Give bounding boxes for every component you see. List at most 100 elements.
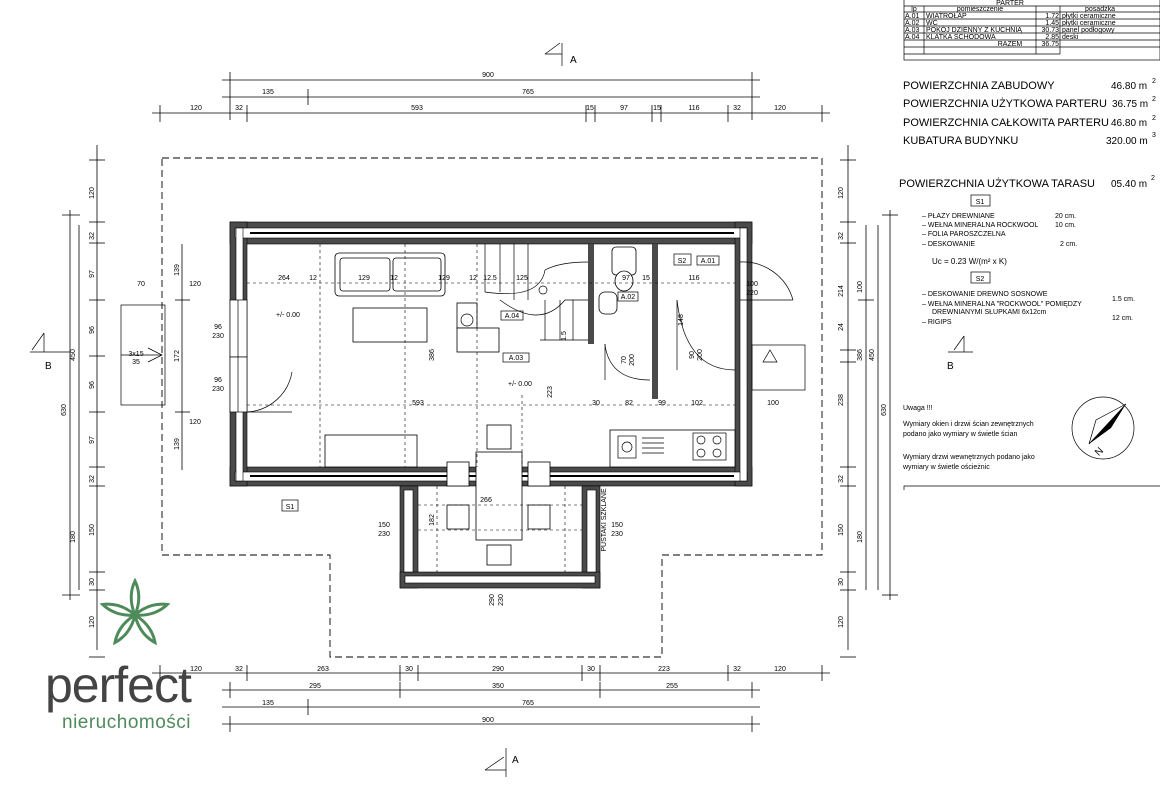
window-size: 230	[212, 333, 224, 340]
glass-blocks-label: PUSTAKI SZKLANE	[601, 488, 608, 552]
window-size: 150	[611, 522, 623, 529]
dim: 82	[625, 400, 633, 407]
wood-stove	[456, 302, 500, 353]
dim: 30	[405, 666, 413, 673]
row-lp: A.02	[905, 20, 920, 27]
kitchen-counter	[609, 429, 736, 468]
dim: 102	[691, 400, 703, 407]
dim: 125	[516, 275, 528, 282]
door-size: 70	[621, 356, 628, 364]
dim: 120	[89, 616, 96, 628]
col-header-floor: posadzka	[1085, 6, 1115, 13]
col-header-lp: lp	[911, 6, 917, 13]
room-table: PARTER lp pomieszczenie posadzka A.01 WI…	[903, 0, 1160, 61]
total-label: RAZEM	[998, 41, 1023, 48]
s1-layer: – PŁAZY DREWNIANE	[922, 213, 995, 220]
col-header-room: pomieszczenie	[957, 6, 1003, 13]
note-line: podano jako wymiary w świetle ścian	[903, 431, 1017, 438]
window-size: 230	[611, 531, 623, 538]
window-size: 230	[212, 386, 224, 393]
dim: 630	[61, 404, 68, 416]
s1-tag: S1	[976, 199, 985, 206]
window-size: 150	[378, 522, 390, 529]
logo-tagline: nieruchomości	[62, 712, 191, 733]
dim: 30	[89, 578, 96, 586]
staircase	[484, 244, 589, 341]
dim: 214	[838, 285, 845, 297]
row-name: WC	[926, 20, 938, 27]
area-value: 36.75 m	[1112, 99, 1148, 110]
tag-s2: S2	[678, 258, 687, 265]
dim: 96	[89, 381, 96, 389]
dimensions-top: 900 135 765 120 32 593 15 97 15 116 32 1…	[152, 72, 830, 122]
room-table-title: PARTER	[996, 0, 1024, 7]
row-floor: płytki ceramiczne	[1062, 13, 1116, 20]
area-label: KUBATURA BUDYNKU	[903, 135, 1018, 147]
dim: 70	[137, 281, 145, 288]
area-value: 46.80 m	[1111, 118, 1147, 129]
row-area: 2.85	[1045, 34, 1059, 41]
row-lp: A.03	[905, 27, 920, 34]
dim: 116	[688, 105, 699, 112]
area-exp: 2	[1152, 78, 1156, 85]
dim: 148	[678, 314, 685, 326]
dim: 1.5	[561, 331, 568, 341]
dim: 182	[429, 514, 436, 526]
area-exp: 3	[1152, 132, 1156, 139]
dim: 97	[622, 275, 630, 282]
dim: 12	[309, 275, 317, 282]
dim: 99	[658, 400, 666, 407]
note-line: Wymiary okien i drzwi ścian zewnętrznych	[903, 421, 1034, 428]
dim: 266	[480, 497, 492, 504]
dining-set	[446, 424, 551, 566]
dim: 238	[838, 394, 845, 406]
row-area: 1.45	[1045, 20, 1059, 27]
note-line: Wymiary drzwi wewnętrznych podano jako	[903, 454, 1035, 461]
dim: 120	[838, 616, 845, 628]
dim: 97	[89, 436, 96, 444]
dim: 97	[89, 270, 96, 278]
dim: 264	[278, 275, 290, 282]
s2-layer: – RIGIPS	[922, 319, 952, 326]
room-label: A.02	[621, 294, 636, 301]
s1-layer: – FOLIA PAROSZCZELNA	[922, 231, 1006, 238]
row-area: 30.73	[1041, 27, 1059, 34]
dim: 135	[262, 89, 274, 96]
door-size: 90	[689, 351, 696, 359]
dim: 30	[587, 666, 595, 673]
dim: 32	[235, 105, 243, 112]
roof-outline	[161, 157, 823, 658]
dimensions-right: 120 32 214 24 238 32 150 30 120 100 386 …	[838, 145, 898, 658]
row-lp: A.01	[905, 13, 920, 20]
dim: 223	[658, 666, 670, 673]
wc-fixtures	[598, 246, 651, 381]
tag-s1: S1	[286, 504, 295, 511]
dim: 30	[592, 400, 600, 407]
dim: 32	[733, 666, 741, 673]
dim: 97	[620, 105, 628, 112]
window-size: 96	[214, 377, 222, 384]
dim: 15	[586, 105, 594, 112]
dim: 120	[190, 666, 202, 673]
dim: 120	[89, 187, 96, 199]
dim: 139	[174, 264, 181, 276]
dim: 386	[857, 349, 864, 361]
row-name: KLATKA SCHODOWA	[926, 34, 996, 41]
windows-left	[229, 299, 293, 413]
vestibule-door	[676, 261, 794, 371]
row-floor: panel podłogowy	[1062, 27, 1115, 34]
s1-layer: – DESKOWANIE	[922, 241, 975, 248]
s2-thk: 12 cm.	[1112, 315, 1133, 322]
window-size: 96	[214, 324, 222, 331]
area-exp: 2	[1152, 115, 1156, 122]
dim: 15	[642, 275, 650, 282]
row-name: WIATROŁAP	[926, 13, 967, 20]
dim: 120	[189, 281, 201, 288]
dim: 223	[547, 386, 554, 398]
entrance-steps-left	[120, 304, 166, 406]
s1-thk: 20 cm.	[1055, 213, 1076, 220]
row-area: 1.72	[1045, 13, 1059, 20]
window-size: 220	[746, 290, 758, 297]
area-value: 05.40 m	[1111, 179, 1147, 190]
dim: 450	[869, 349, 876, 361]
